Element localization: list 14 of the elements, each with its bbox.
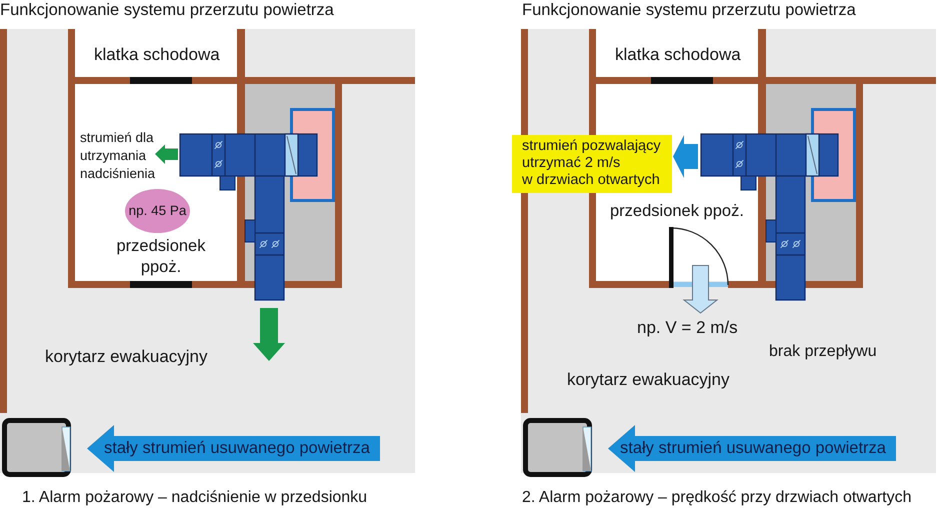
flow-label: brak przepływu [769, 342, 877, 362]
panel-caption: 2. Alarm pożarowy – prędkość przy drzwiach otwartych [522, 488, 912, 508]
room-label: przedsionek ppoż. [116, 236, 206, 278]
note-box: strumień pozwalający utrzymać 2 m/s w drzwiach otwartych [512, 135, 672, 193]
flow-label: strumień dla utrzymania nadciśnienia [80, 129, 156, 183]
room-label: klatka schodowa [615, 45, 741, 66]
room-label: przedsionek ppoż. [610, 202, 744, 222]
room-label: korytarz ewakuacyjny [567, 370, 730, 390]
room-label: korytarz ewakuacyjny [45, 347, 208, 368]
panel-title: Funkcjonowanie systemu przerzutu powietrza [522, 1, 856, 21]
panel-caption: 1. Alarm pożarowy – nadciśnienie w przedsionku [22, 488, 368, 508]
room-label: klatka schodowa [94, 45, 220, 66]
velocity-label: np. V = 2 m/s [637, 318, 738, 338]
panel-title: Funkcjonowanie systemu przerzutu powietrza [0, 1, 334, 21]
